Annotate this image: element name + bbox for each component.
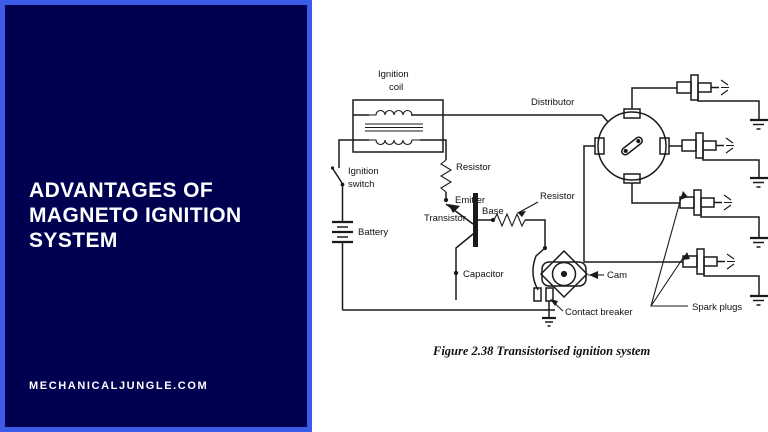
- spark-plug-1: [676, 74, 760, 120]
- spark-plug-2: [681, 132, 760, 178]
- spark-plug-4: [682, 248, 760, 296]
- base-label: Base: [482, 206, 504, 217]
- promo-frame: Advantages of Magneto Ignition System ME…: [0, 0, 312, 432]
- diagram-panel: Ignition coil Ignition switch: [312, 0, 768, 432]
- battery-label: Battery: [358, 227, 388, 238]
- ignition-switch-label-line1: Ignition: [348, 166, 379, 177]
- ignition-switch: [330, 166, 345, 216]
- ground-3: [750, 236, 768, 248]
- ground-4: [750, 294, 768, 306]
- ground-1: [750, 118, 768, 130]
- transistor-label: Transistor: [424, 213, 466, 224]
- capacitor-label: Capacitor: [463, 269, 504, 280]
- spark-plugs-label: Spark plugs: [692, 302, 742, 313]
- contact-breaker-label: Contact breaker: [565, 307, 633, 318]
- ignition-coil-label-line2: coil: [389, 82, 403, 93]
- cam: [539, 249, 589, 299]
- emitter-label: Emitter: [455, 195, 485, 206]
- promo-panel: Advantages of Magneto Ignition System ME…: [5, 5, 307, 427]
- spark-plug-3: [679, 189, 760, 238]
- resistor-top: [439, 159, 453, 200]
- site-url: MECHANICALJUNGLE.COM: [29, 380, 209, 392]
- transistor: [445, 193, 496, 300]
- resistor-base-label: Resistor: [540, 191, 575, 202]
- ignition-coil: [352, 99, 444, 153]
- capacitor: [453, 270, 459, 276]
- resistor-base: [493, 212, 546, 248]
- emitter-node: [443, 197, 449, 203]
- transistorised-ignition-diagram: Ignition coil Ignition switch: [330, 69, 768, 358]
- page-title: Advantages of Magneto Ignition System: [29, 179, 242, 252]
- battery: [332, 216, 353, 310]
- resistor-top-label: Resistor: [456, 162, 491, 173]
- cam-label: Cam: [607, 270, 627, 281]
- ignition-switch-label-line2: switch: [348, 179, 374, 190]
- contact-breaker: [532, 245, 556, 327]
- distributor-label: Distributor: [531, 97, 574, 108]
- ground-2: [750, 176, 768, 188]
- ignition-coil-label-line1: Ignition: [378, 69, 409, 80]
- figure-caption: Figure 2.38 Transistorised ignition syst…: [432, 344, 651, 358]
